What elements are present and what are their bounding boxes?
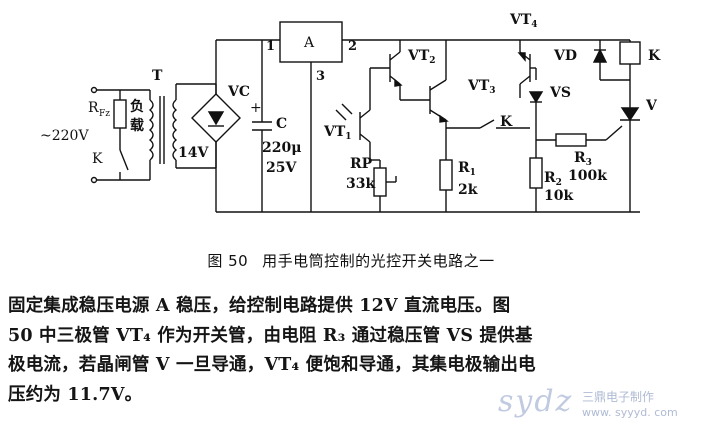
- r3-label: R3: [574, 150, 592, 168]
- figure-title: 用手电筒控制的光控开关电路之一: [262, 252, 495, 270]
- r3-value: 100k: [568, 168, 607, 184]
- vt3-label: VT3: [467, 78, 496, 96]
- capacitor-plus: +: [250, 100, 262, 116]
- rp-value: 33k: [346, 176, 375, 192]
- load-char-1: 负: [130, 98, 144, 115]
- body-paragraph: 固定集成稳压电源 A 稳压，给控制电路提供 12V 直流电压。图 50 中三极管…: [8, 292, 698, 410]
- rectifier-label: VC: [227, 84, 250, 100]
- r2-value: 10k: [544, 188, 573, 204]
- ac-input-label: ~220V: [40, 128, 89, 144]
- regulator-pin-1: 1: [266, 39, 275, 54]
- relay-k-label: K: [648, 48, 661, 64]
- paragraph-line-2: 50 中三极管 VT₄ 作为开关管，由电阻 R₃ 通过稳压管 VS 提供基: [8, 325, 533, 346]
- vd-label: VD: [553, 48, 577, 64]
- capacitor-voltage: 25V: [266, 160, 297, 176]
- watermark: sydz 三鼎电子制作 www. syyyd. com: [494, 384, 694, 428]
- load-resistor-sub: Fz: [99, 109, 110, 119]
- vs-label: VS: [549, 85, 571, 101]
- watermark-logo: sydz: [498, 384, 574, 419]
- circuit-diagram: ~220V K R Fz 负 载 T 14V VC + C 220μ 25V A…: [40, 12, 661, 213]
- switch-k-left-label: K: [92, 151, 103, 167]
- watermark-name: 三鼎电子制作: [582, 390, 655, 404]
- transformer-label: T: [152, 68, 163, 84]
- r1-value: 2k: [458, 182, 478, 198]
- switch-k-mid-label: K: [500, 114, 513, 130]
- watermark-url: www. syyyd. com: [582, 406, 678, 419]
- thyristor-v-label: V: [645, 98, 658, 114]
- regulator-pin-3: 3: [316, 69, 325, 84]
- regulator-name: A: [303, 35, 315, 51]
- r2-label: R2: [544, 170, 562, 188]
- capacitor-value: 220μ: [262, 140, 301, 156]
- regulator-pin-2: 2: [348, 39, 357, 54]
- load-resistor-label: R: [88, 100, 99, 116]
- r1-label: R1: [458, 160, 476, 178]
- vt4-label: VT4: [509, 12, 538, 30]
- vt1-label: VT1: [323, 124, 352, 142]
- paragraph-line-3: 极电流，若晶闸管 V 一旦导通，VT₄ 便饱和导通，其集电极输出电: [8, 355, 536, 375]
- figure-number: 图 50: [207, 252, 249, 270]
- paragraph-line-1: 固定集成稳压电源 A 稳压，给控制电路提供 12V 直流电压。图: [8, 296, 511, 316]
- vt2-label: VT2: [407, 48, 436, 66]
- rp-label: RP: [350, 156, 373, 172]
- secondary-voltage-label: 14V: [178, 145, 209, 161]
- capacitor-name: C: [276, 116, 287, 132]
- figure-caption: 图 50 用手电筒控制的光控开关电路之一: [0, 250, 702, 271]
- paragraph-line-4: 压约为 11.7V。: [8, 384, 143, 405]
- load-char-2: 载: [130, 117, 144, 134]
